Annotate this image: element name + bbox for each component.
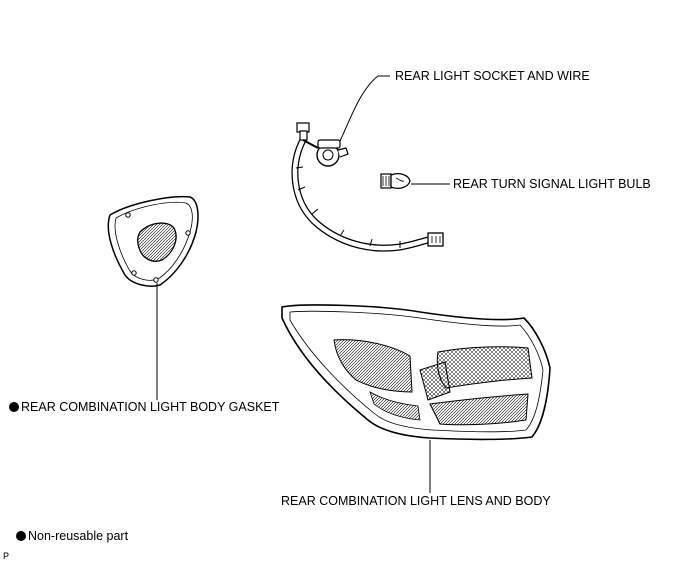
socket-leader-line — [339, 75, 390, 142]
corner-mark: P — [3, 551, 10, 561]
legend-label: Non-reusable part — [28, 529, 129, 543]
bulb-drawing — [380, 173, 411, 189]
gasket-label-row: REAR COMBINATION LIGHT BODY GASKET — [9, 401, 279, 414]
lens-body-drawing — [281, 304, 551, 441]
legend-row: Non-reusable part — [16, 530, 128, 543]
lens-label: REAR COMBINATION LIGHT LENS AND BODY — [281, 494, 551, 508]
non-reusable-dot-icon — [9, 402, 19, 412]
socket-and-wire-drawing — [291, 122, 444, 252]
gasket-drawing — [107, 195, 199, 287]
gasket-label: REAR COMBINATION LIGHT BODY GASKET — [21, 400, 280, 414]
legend-dot-icon — [16, 531, 26, 541]
bulb-label: REAR TURN SIGNAL LIGHT BULB — [453, 177, 651, 191]
socket-label: REAR LIGHT SOCKET AND WIRE — [395, 69, 590, 83]
